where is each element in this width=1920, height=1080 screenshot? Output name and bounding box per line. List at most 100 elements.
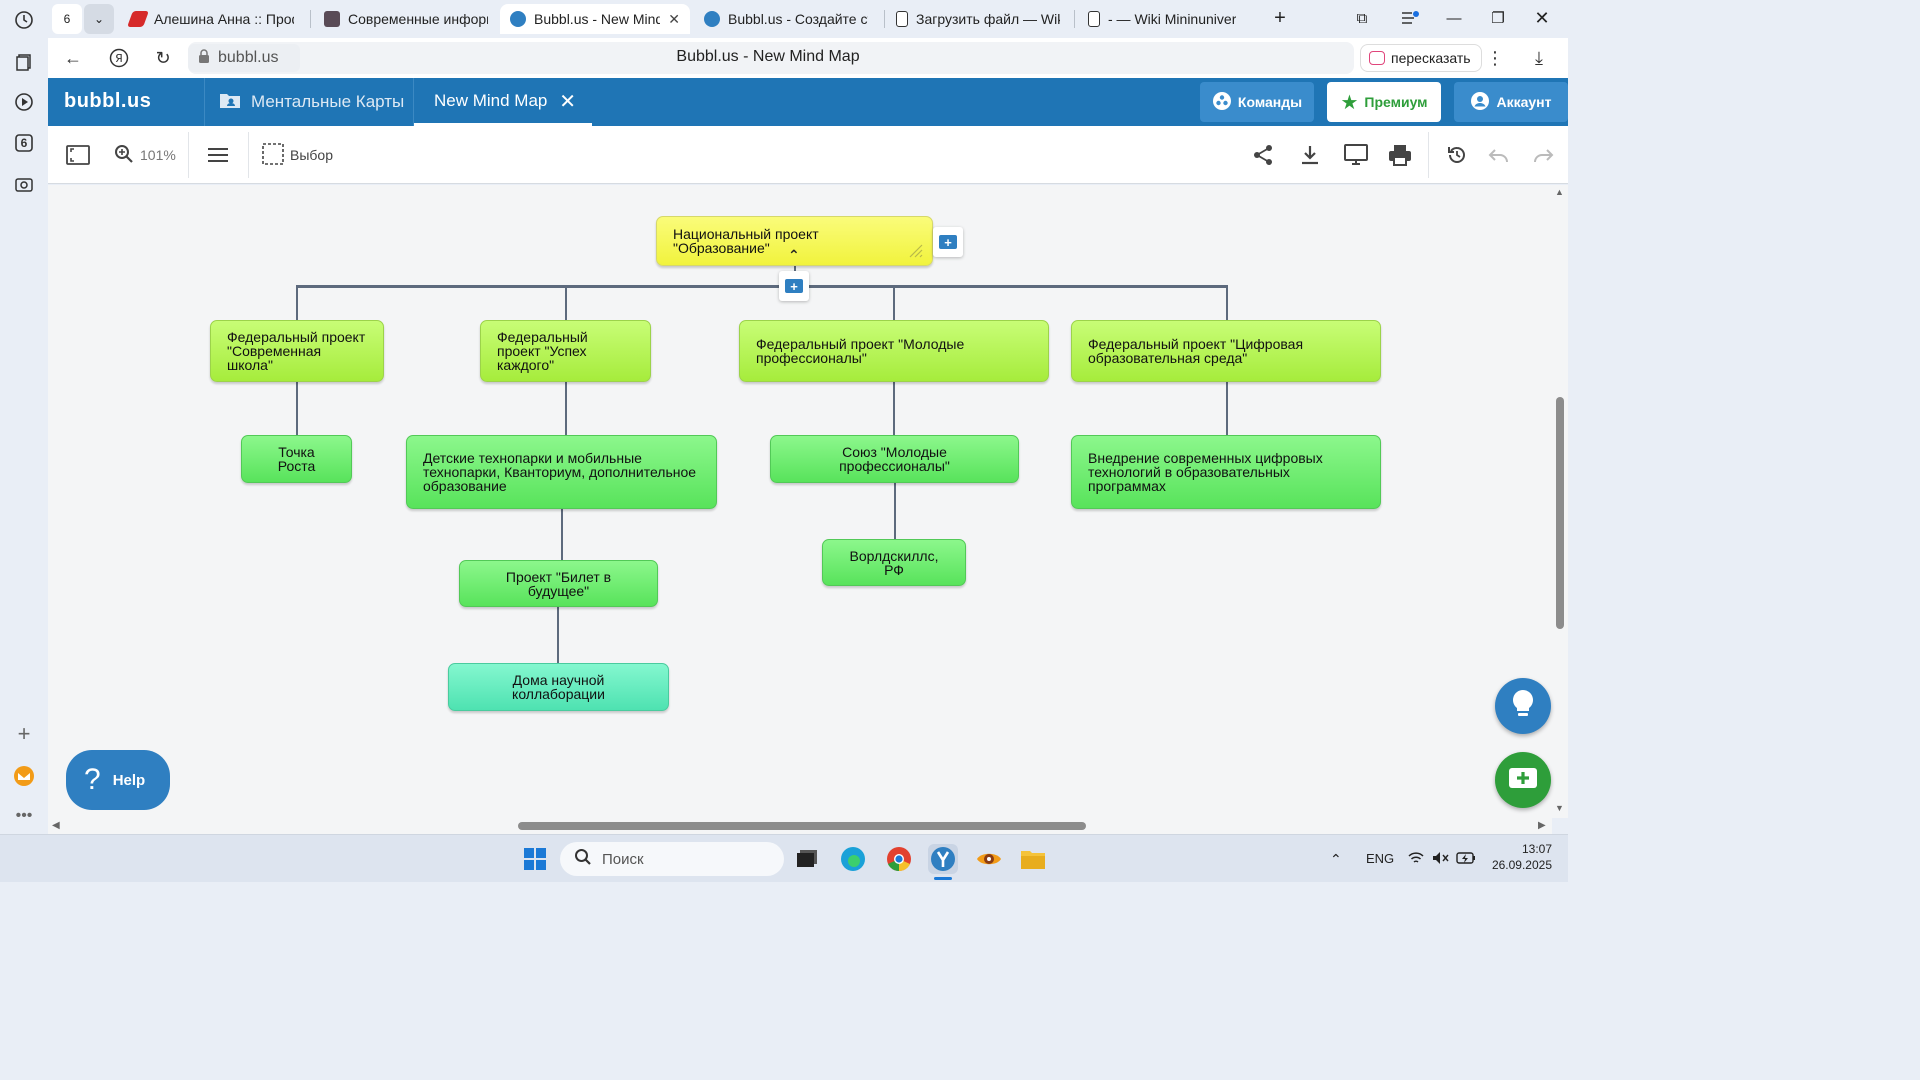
mail-icon[interactable] (12, 764, 36, 788)
tab-bubbl-new-mind[interactable]: Bubbl.us - New Mind ✕ (500, 4, 690, 34)
tab-wiki-upload[interactable]: Загрузить файл — Wiki (886, 4, 1070, 34)
browser-menu-icon[interactable]: ⋮ (1486, 47, 1504, 68)
horizontal-scrollbar[interactable]: ◀ ▶ (48, 818, 1552, 834)
download-icon[interactable] (1300, 143, 1320, 167)
more-icon[interactable]: ••• (15, 807, 33, 824)
tab-counter-button[interactable]: 6 (52, 4, 82, 34)
history-icon[interactable] (12, 8, 36, 32)
scroll-up-arrow-icon[interactable]: ▲ (1555, 187, 1564, 197)
tab-manager-icon[interactable]: ⧉ (1356, 9, 1368, 27)
system-clock[interactable]: 13:07 26.09.2025 (1486, 841, 1552, 873)
node-text: Точка Роста (277, 444, 316, 474)
downloads-icon[interactable]: ⤓ (1535, 47, 1543, 68)
print-icon[interactable] (1388, 143, 1412, 167)
document-tab-label: New Mind Map (434, 90, 548, 110)
close-document-icon[interactable]: ✕ (559, 91, 576, 113)
language-indicator[interactable]: ENG (1366, 851, 1395, 866)
ideas-button[interactable] (1495, 678, 1551, 734)
zoom-control[interactable]: 101% (114, 143, 176, 167)
teams-button[interactable]: Команды (1200, 82, 1314, 122)
notifications-icon[interactable] (1396, 6, 1424, 30)
volume-muted-icon[interactable] (1432, 851, 1450, 868)
add-sibling-button[interactable]: + (933, 227, 963, 257)
file-explorer-icon[interactable] (1018, 844, 1048, 874)
resize-handle-icon[interactable] (908, 243, 924, 259)
maximize-button[interactable]: ❐ (1491, 10, 1505, 27)
scroll-right-arrow-icon[interactable]: ▶ (1538, 820, 1546, 831)
yandex-icon[interactable]: Я (106, 46, 132, 70)
tabs-counter-icon[interactable]: 6 (12, 131, 36, 155)
battery-charging-icon[interactable] (1456, 851, 1476, 868)
tab-wiki-mininuniver[interactable]: - — Wiki Mininuniver (1078, 4, 1262, 34)
tab-aleshina[interactable]: Алешина Анна :: Профи (120, 4, 304, 34)
chrome-browser-icon[interactable] (884, 844, 914, 874)
url-field[interactable]: bubbl.us (188, 44, 300, 72)
profi-favicon-icon (127, 11, 149, 27)
node-text: Дома научной коллаборации (512, 672, 605, 702)
node-ticket-to-future[interactable]: Проект "Билет в будущее" (459, 560, 658, 607)
node-worldskills[interactable]: Ворлдскиллс, РФ (822, 539, 966, 586)
premium-button[interactable]: ★ Премиум (1327, 82, 1441, 122)
search-icon (574, 848, 592, 870)
redo-icon[interactable] (1532, 143, 1554, 167)
mind-map-canvas[interactable]: Национальный проект "Образование" ⌃ + + … (48, 185, 1552, 818)
bubbl-logo[interactable]: bubbl.us (64, 90, 152, 112)
tabs-dropdown-button[interactable]: ⌄ (84, 4, 114, 34)
node-science-houses[interactable]: Дома научной коллаборации (448, 663, 669, 711)
edge-browser-icon[interactable] (838, 844, 868, 874)
wifi-icon[interactable] (1408, 851, 1424, 868)
omnibox[interactable] (188, 42, 1354, 74)
add-node-button[interactable] (1495, 752, 1551, 808)
windows-start-icon[interactable] (520, 844, 550, 874)
taskbar-search[interactable]: Поиск (560, 842, 784, 876)
node-union-young-pros[interactable]: Союз "Молодые профессионалы" (770, 435, 1019, 483)
node-digital-tech[interactable]: Внедрение современных цифровых технологи… (1071, 435, 1381, 509)
retell-button[interactable]: пересказать (1360, 44, 1482, 72)
horizontal-scroll-thumb[interactable] (518, 822, 1086, 830)
collections-icon[interactable] (12, 50, 36, 74)
mind-maps-tab[interactable]: Ментальные Карты (205, 78, 413, 126)
mind-map-root-node[interactable]: Национальный проект "Образование" (656, 216, 933, 266)
account-button[interactable]: Аккаунт (1454, 82, 1568, 122)
new-tab-button[interactable]: + (1274, 6, 1286, 29)
undo-icon[interactable] (1488, 143, 1510, 167)
reload-icon[interactable]: ↻ (155, 47, 171, 68)
node-fp-digital-environment[interactable]: Федеральный проект "Цифровая образовател… (1071, 320, 1381, 382)
node-text: Федеральный проект "Современная школа" (227, 329, 366, 373)
back-arrow-icon[interactable]: ← (64, 47, 82, 68)
close-tab-icon[interactable]: ✕ (668, 10, 680, 27)
share-icon[interactable] (1252, 143, 1274, 167)
minimize-button[interactable]: — (1446, 9, 1462, 27)
eye-app-icon[interactable] (974, 844, 1004, 874)
add-panel-icon[interactable]: + (17, 721, 31, 746)
node-tochka-rosta[interactable]: Точка Роста (241, 435, 352, 483)
presentation-icon[interactable] (1344, 143, 1368, 167)
tab-sovremennye[interactable]: Современные информа (314, 4, 498, 34)
node-text: Федеральный проект "Цифровая образовател… (1088, 336, 1304, 366)
node-fp-success[interactable]: Федеральный проект "Успех каждого" (480, 320, 651, 382)
yandex-browser-icon[interactable] (928, 844, 958, 874)
account-label: Аккаунт (1496, 94, 1552, 110)
task-view-icon[interactable] (792, 844, 822, 874)
menu-icon[interactable] (208, 143, 228, 167)
select-label: Выбор (290, 147, 333, 163)
select-tool[interactable]: Выбор (262, 142, 333, 167)
tab-bubbl-create[interactable]: Bubbl.us - Создайте стр (694, 4, 878, 34)
document-tab[interactable]: New Mind Map ✕ (414, 78, 592, 126)
vertical-scrollbar[interactable]: ▲ ▼ (1552, 185, 1568, 818)
scroll-down-arrow-icon[interactable]: ▼ (1555, 803, 1564, 813)
collapse-chevron-icon[interactable]: ⌃ (788, 247, 800, 263)
history-restore-icon[interactable] (1446, 143, 1468, 167)
node-fp-modern-school[interactable]: Федеральный проект "Современная школа" (210, 320, 384, 382)
fit-to-screen-icon[interactable] (66, 143, 90, 167)
screenshot-icon[interactable] (12, 172, 36, 196)
node-fp-young-professionals[interactable]: Федеральный проект "Молодые профессионал… (739, 320, 1049, 382)
vertical-scroll-thumb[interactable] (1556, 397, 1564, 629)
tray-chevron-up-icon[interactable]: ⌃ (1330, 851, 1342, 867)
close-window-button[interactable]: ✕ (1534, 7, 1550, 28)
help-button[interactable]: ? Help (66, 750, 170, 810)
node-technoparks[interactable]: Детские технопарки и мобильные технопарк… (406, 435, 717, 509)
scroll-left-arrow-icon[interactable]: ◀ (52, 820, 60, 831)
video-play-icon[interactable] (12, 90, 36, 114)
add-child-button[interactable]: + (779, 271, 809, 301)
